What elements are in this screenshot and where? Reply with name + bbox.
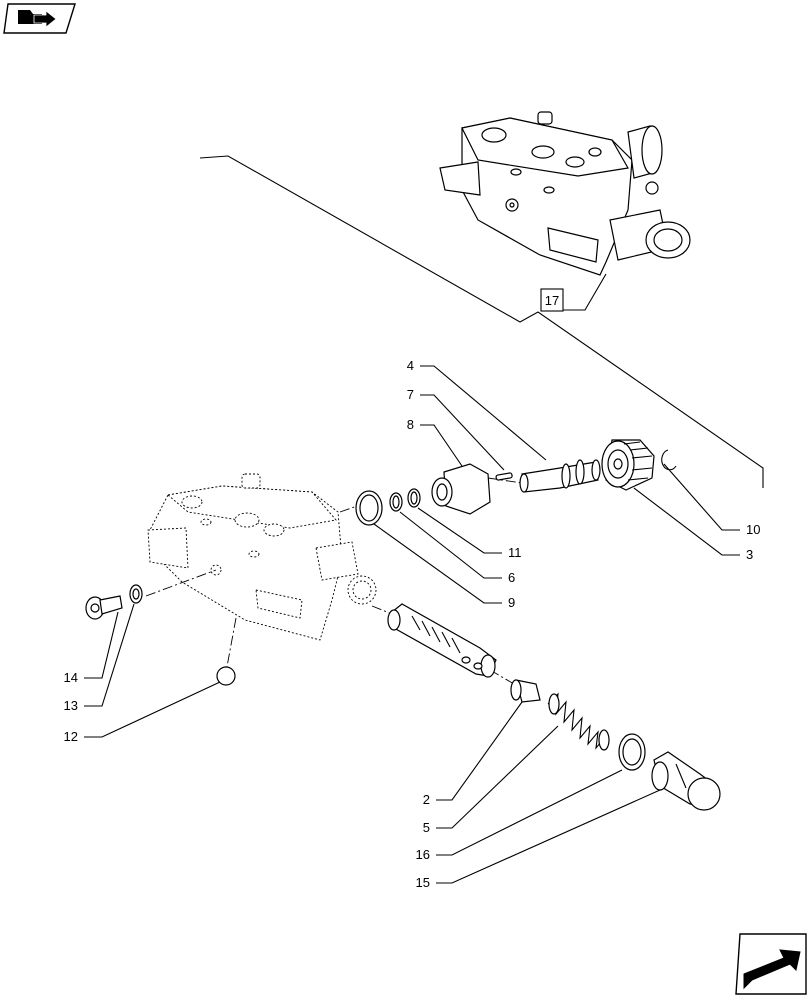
spool-part: [387, 603, 497, 678]
pin-part: [495, 472, 513, 481]
callout-label-10: 10: [746, 522, 760, 537]
nut-part: [431, 463, 491, 515]
callout-label-17: 17: [545, 293, 559, 308]
small-rings: [389, 488, 421, 512]
plug-part: [651, 751, 721, 811]
callout-label-11: 11: [508, 545, 522, 560]
circlip-part: [661, 449, 677, 471]
callout-label-8: 8: [407, 417, 414, 432]
washer-part: [129, 584, 143, 604]
callout-label-5: 5: [423, 820, 430, 835]
shaft-part: [519, 459, 601, 493]
callout-label-12: 12: [64, 729, 78, 744]
knob-part: [601, 439, 655, 491]
callout-label-13: 13: [64, 698, 78, 713]
o-ring-part: [355, 490, 383, 526]
spring-part: [547, 692, 610, 751]
callout-labels: 4 7 8 10 3 11 6 9 14 13 12 2 5 16 15: [64, 358, 761, 890]
ball-part: [216, 666, 236, 686]
navigation-arrow-icon[interactable]: [735, 933, 807, 995]
callout-label-3: 3: [746, 547, 753, 562]
callout-17: 17: [540, 273, 607, 312]
seal-ring-part: [618, 733, 646, 771]
callout-label-4: 4: [407, 358, 414, 373]
leader-lines: [84, 365, 740, 884]
callout-label-2: 2: [423, 792, 430, 807]
callout-label-9: 9: [508, 595, 515, 610]
valve-housing: [147, 473, 377, 641]
book-arrow-icon[interactable]: [3, 3, 76, 34]
callout-label-7: 7: [407, 387, 414, 402]
screw-part: [85, 595, 123, 620]
callout-label-15: 15: [416, 875, 430, 890]
assembly-bracket-line: [199, 155, 764, 488]
callout-label-16: 16: [416, 847, 430, 862]
assembled-valve: [439, 111, 691, 276]
callout-label-6: 6: [508, 570, 515, 585]
callout-label-14: 14: [64, 670, 78, 685]
plunger-part: [510, 679, 541, 703]
